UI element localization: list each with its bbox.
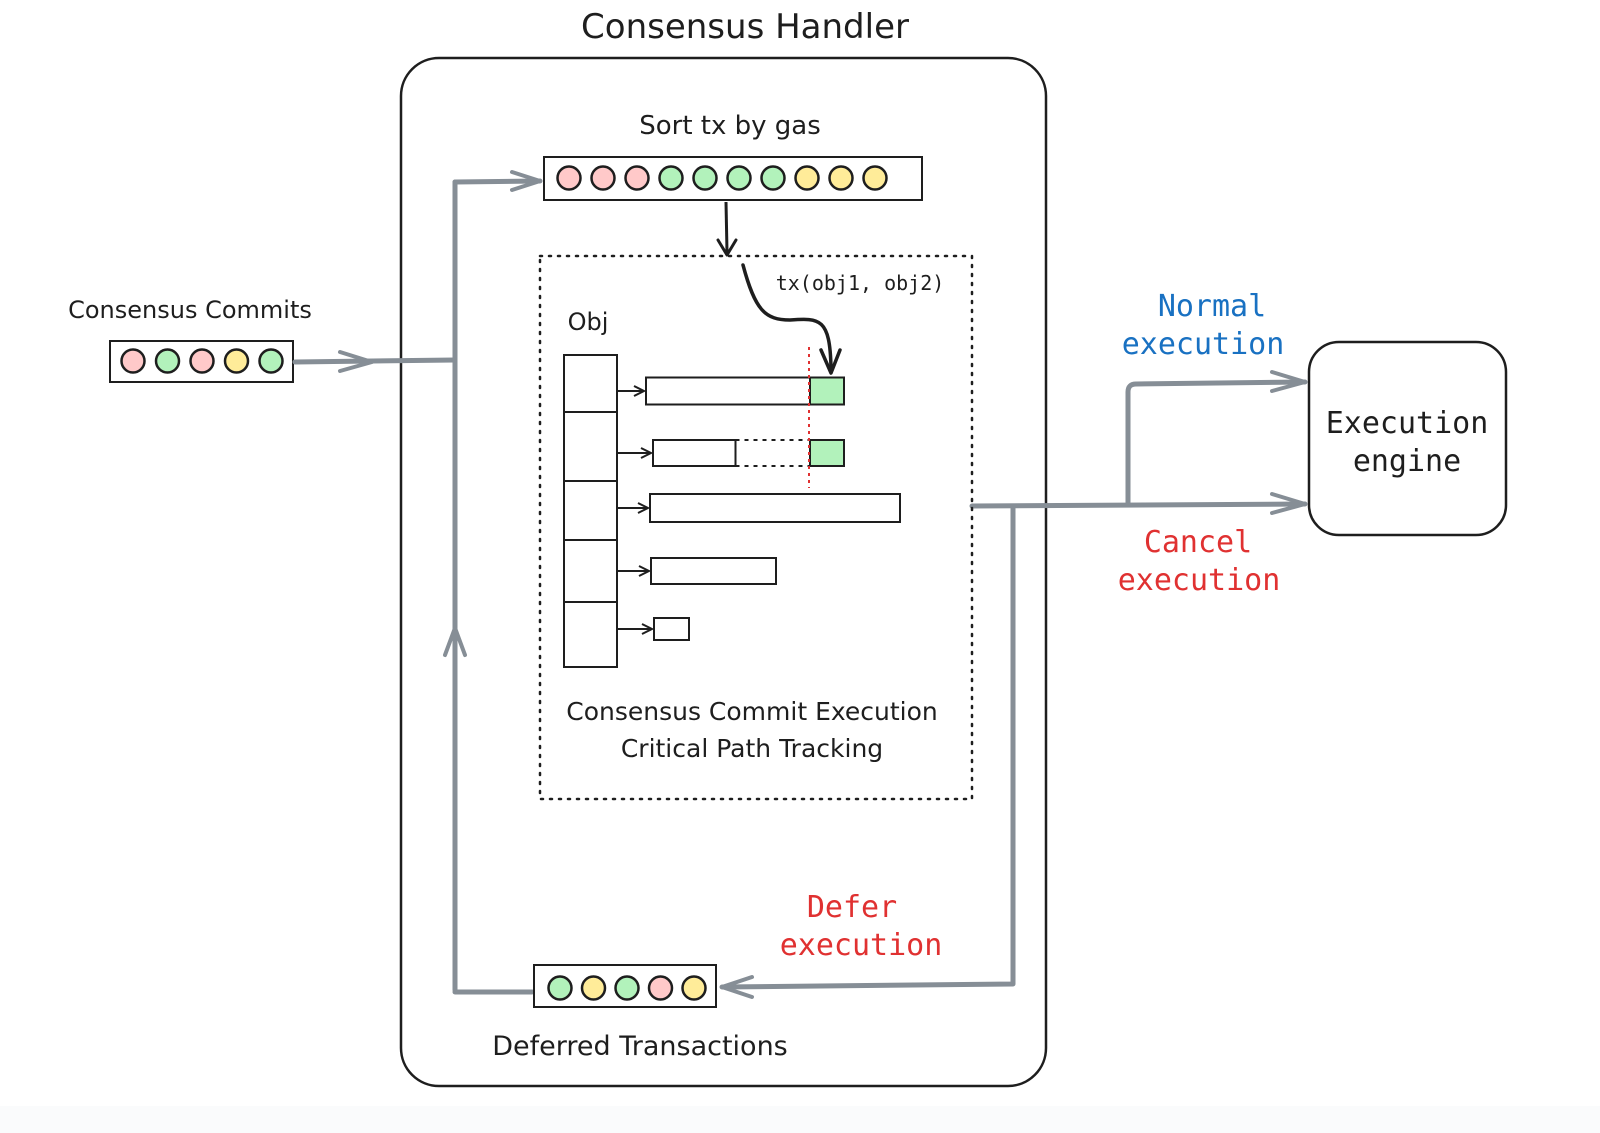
sorted-tx-green bbox=[658, 165, 684, 191]
deferred-tx-yellow bbox=[681, 975, 707, 1001]
object-queues bbox=[618, 376, 901, 641]
arrow-commits-to-handler bbox=[292, 357, 458, 365]
consensus-commits-label: Consensus Commits bbox=[68, 296, 312, 324]
arrow-output-main bbox=[969, 501, 1308, 509]
diagram-title: Consensus Handler bbox=[581, 7, 909, 47]
commit-tx-red bbox=[189, 348, 215, 374]
commit-tx-red bbox=[120, 348, 146, 374]
object-queue-bar bbox=[645, 376, 812, 406]
cancel-execution-label-line2: execution bbox=[1118, 563, 1281, 598]
object-queue-bar bbox=[652, 439, 737, 467]
sorted-tx-red bbox=[624, 165, 650, 191]
defer-execution-label-line1: Defer bbox=[807, 890, 897, 925]
normal-execution-label-line2: execution bbox=[1122, 327, 1285, 362]
object-queue-bar bbox=[650, 557, 777, 585]
consensus-commits-dots bbox=[120, 348, 284, 374]
critical-path-caption-line2: Critical Path Tracking bbox=[621, 734, 883, 763]
obj-pointer-arrow bbox=[618, 565, 652, 577]
sorted-tx-yellow bbox=[862, 165, 888, 191]
arrow-commits-head bbox=[338, 350, 374, 373]
arrow-defer-loop bbox=[719, 504, 1016, 990]
arrow-sort-to-tracking-head bbox=[716, 238, 738, 257]
deferred-tx-yellow bbox=[580, 975, 607, 1001]
tx-curve-arrow-head bbox=[819, 348, 842, 375]
sorted-tx-green bbox=[692, 165, 718, 191]
obj-pointer-arrow bbox=[618, 502, 651, 514]
arrow-up-head bbox=[443, 626, 467, 657]
arrow-sort-to-tracking bbox=[724, 201, 729, 253]
tx-label: tx(obj1, obj2) bbox=[776, 271, 945, 295]
execution-engine-box bbox=[1307, 340, 1508, 537]
commit-tx-green bbox=[154, 348, 181, 374]
sorted-tx-yellow bbox=[794, 165, 820, 191]
new-tx-slot bbox=[809, 439, 845, 467]
tx-curve-arrow bbox=[741, 263, 833, 370]
obj-pointer-arrow bbox=[618, 447, 654, 459]
arrow-cancel-head bbox=[1270, 492, 1307, 515]
commit-tx-green bbox=[258, 348, 284, 374]
deferred-tx-green bbox=[547, 975, 573, 1001]
sort-queue-label: Sort tx by gas bbox=[639, 111, 821, 141]
cancel-execution-label-line1: Cancel bbox=[1144, 525, 1252, 560]
arrow-sort-head bbox=[510, 170, 542, 192]
arrow-normal-head bbox=[1270, 370, 1307, 393]
obj-pointer-arrow bbox=[618, 385, 647, 397]
deferred-queue-dots bbox=[547, 975, 707, 1001]
sort-queue-dots bbox=[556, 165, 888, 191]
object-queue-bar bbox=[653, 617, 690, 641]
critical-path-box bbox=[538, 254, 974, 801]
sorted-tx-red bbox=[556, 165, 582, 191]
deferred-tx-red bbox=[647, 975, 674, 1001]
obj-column-dividers bbox=[565, 411, 616, 603]
execution-engine-label-line2: engine bbox=[1353, 444, 1461, 479]
consensus-handler-box bbox=[399, 56, 1048, 1088]
obj-column bbox=[563, 354, 618, 668]
commit-tx-yellow bbox=[223, 348, 250, 374]
arrow-defer-head bbox=[720, 975, 754, 999]
defer-execution-label-line2: execution bbox=[780, 928, 943, 963]
obj-pointer-arrow bbox=[618, 623, 655, 635]
deferred-tx-green bbox=[614, 975, 640, 1001]
deferred-transactions-label: Deferred Transactions bbox=[492, 1031, 788, 1062]
flow-arrows bbox=[292, 170, 1308, 999]
sorted-tx-yellow bbox=[828, 165, 854, 191]
arrow-to-sort-queue bbox=[452, 178, 543, 185]
sorted-tx-green bbox=[726, 165, 752, 191]
obj-label: Obj bbox=[568, 308, 609, 336]
bottom-strip bbox=[0, 1106, 1600, 1133]
object-queue-gap bbox=[735, 439, 809, 467]
critical-path-caption-line1: Consensus Commit Execution bbox=[566, 697, 938, 726]
execution-engine-label-line1: Execution bbox=[1326, 406, 1489, 441]
sorted-tx-red bbox=[590, 165, 616, 191]
sorted-tx-green bbox=[760, 165, 786, 191]
normal-execution-label-line1: Normal bbox=[1158, 289, 1266, 324]
new-tx-slot bbox=[809, 376, 845, 406]
arrow-normal-branch bbox=[1125, 379, 1308, 507]
object-queue-bar bbox=[649, 493, 901, 523]
